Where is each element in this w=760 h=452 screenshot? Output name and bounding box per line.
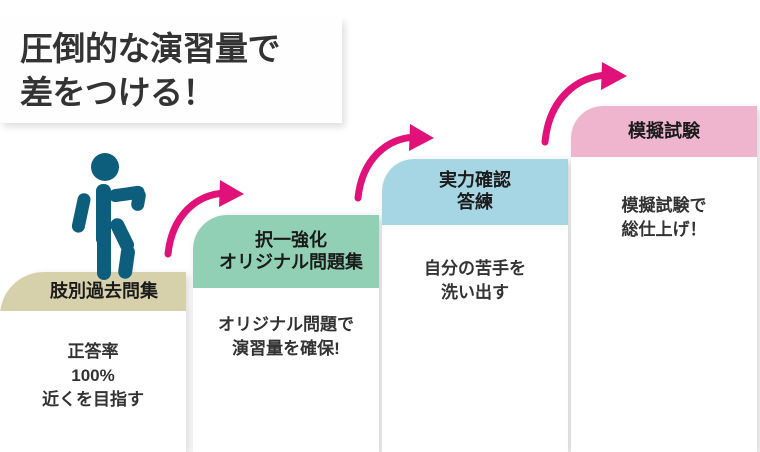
step-card-3-header: 実力確認 答練: [382, 159, 568, 225]
step-card-4-header: 模擬試験: [571, 106, 757, 157]
step-card-4[interactable]: 模擬試験 模擬試験で 総仕上げ！: [571, 106, 757, 452]
step-card-1[interactable]: 肢別過去問集 正答率 100% 近くを目指す: [0, 272, 186, 452]
step-card-3-body: 自分の苦手を 洗い出す: [424, 259, 526, 303]
step-card-4-body: 模擬試験で 総仕上げ！: [621, 196, 707, 240]
title-panel: 圧倒的な演習量で 差をつける！: [0, 18, 342, 123]
step-card-3[interactable]: 実力確認 答練 自分の苦手を 洗い出す: [382, 159, 568, 452]
step-card-2-body: オリジナル問題で 演習量を確保!: [218, 315, 354, 359]
step-card-2[interactable]: 択一強化 オリジナル問題集 オリジナル問題で 演習量を確保!: [193, 215, 379, 452]
page-title: 圧倒的な演習量で 差をつける！: [20, 30, 281, 112]
step-card-2-header: 択一強化 オリジナル問題集: [193, 215, 379, 288]
walking-person-icon: [71, 152, 152, 282]
step-card-1-body: 正答率 100% 近くを目指す: [42, 342, 144, 410]
step-card-1-header: 肢別過去問集: [0, 272, 186, 311]
